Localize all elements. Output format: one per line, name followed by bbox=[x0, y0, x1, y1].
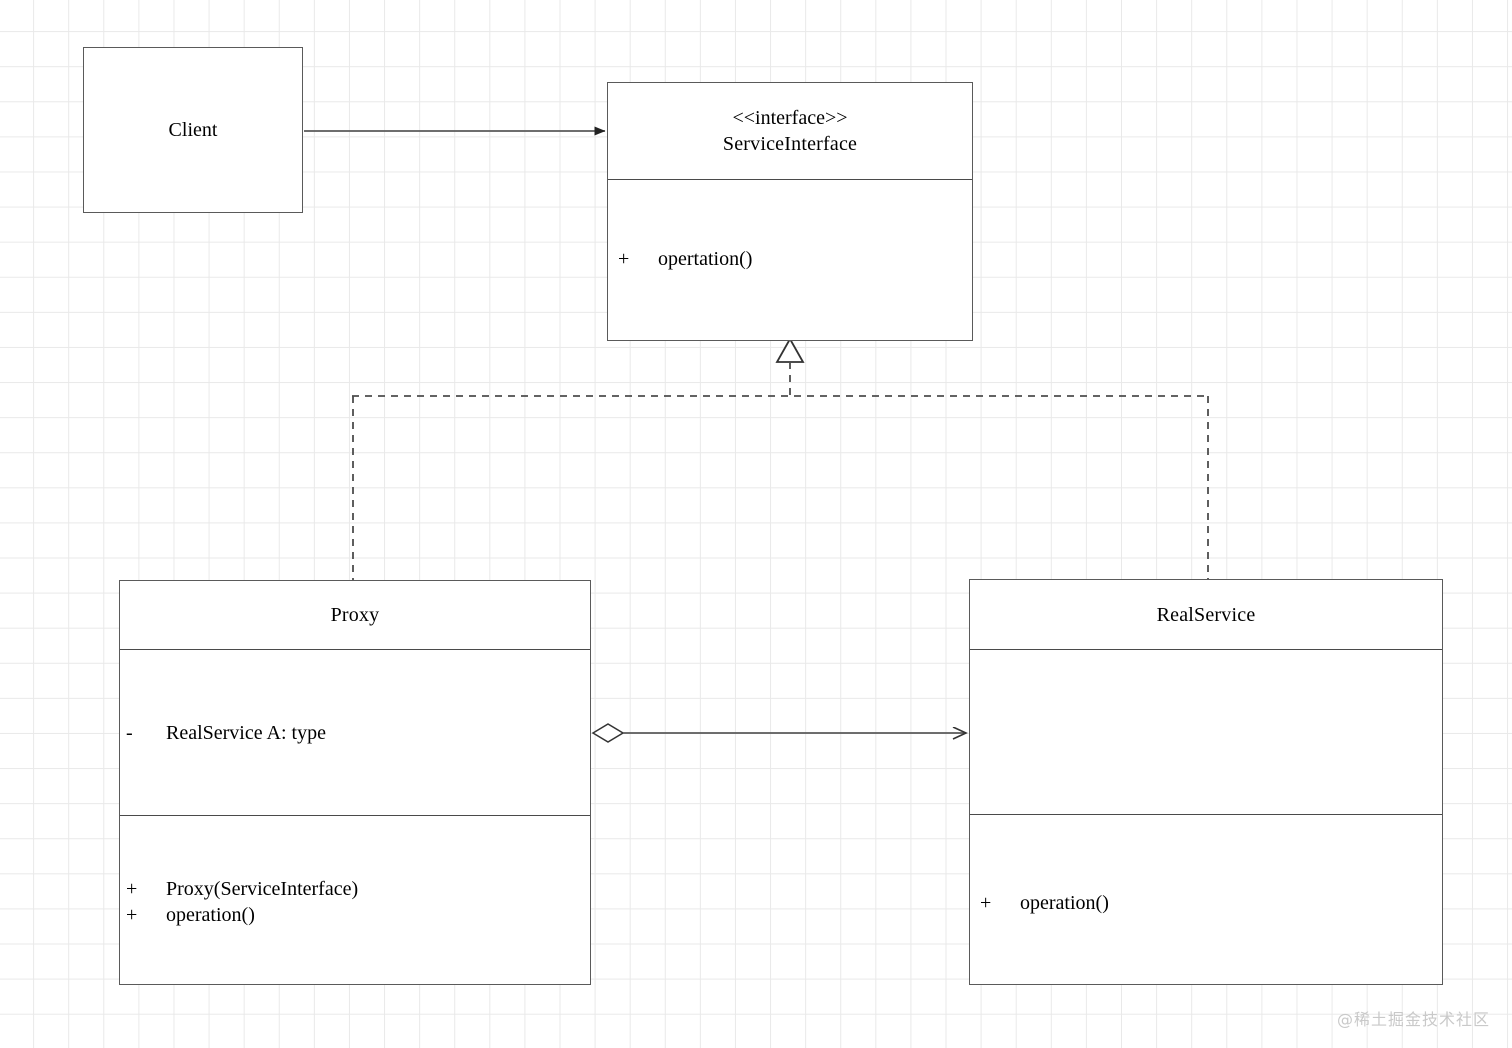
member-visibility: + bbox=[126, 904, 138, 926]
member-row: + operation() bbox=[126, 902, 590, 928]
watermark-label: @稀土掘金技术社区 bbox=[1336, 1010, 1490, 1029]
serviceinterface-title-compartment: <<interface>> ServiceInterface bbox=[608, 83, 972, 179]
connector-realization-triangle bbox=[775, 337, 805, 397]
realservice-attributes-compartment bbox=[970, 649, 1442, 814]
serviceinterface-methods-compartment: + opertation() bbox=[608, 179, 972, 340]
member-signature: operation() bbox=[1020, 892, 1109, 914]
proxy-class-name: Proxy bbox=[330, 604, 380, 626]
member-row: + opertation() bbox=[618, 246, 972, 272]
member-signature: operation() bbox=[166, 904, 255, 926]
serviceinterface-method-list: + opertation() bbox=[608, 246, 972, 272]
member-row: + operation() bbox=[980, 890, 1442, 916]
member-visibility: + bbox=[980, 892, 992, 914]
realservice-methods-compartment: + operation() bbox=[970, 814, 1442, 984]
class-box-service-interface[interactable]: <<interface>> ServiceInterface + opertat… bbox=[607, 82, 973, 341]
member-row: - RealService A: type bbox=[126, 720, 590, 746]
proxy-methods-compartment: + Proxy(ServiceInterface) + operation() bbox=[120, 815, 590, 984]
member-signature: Proxy(ServiceInterface) bbox=[166, 878, 359, 900]
class-box-client[interactable]: Client bbox=[83, 47, 303, 213]
member-signature: RealService A: type bbox=[166, 722, 326, 744]
proxy-attributes-compartment: - RealService A: type bbox=[120, 649, 590, 815]
class-box-real-service[interactable]: RealService + operation() bbox=[969, 579, 1443, 985]
client-title-compartment: Client bbox=[84, 48, 302, 212]
member-row: + Proxy(ServiceInterface) bbox=[126, 876, 590, 902]
class-box-proxy[interactable]: Proxy - RealService A: type + Proxy(Serv… bbox=[119, 580, 591, 985]
serviceinterface-stereotype: <<interface>> bbox=[732, 107, 848, 129]
proxy-method-list: + Proxy(ServiceInterface) + operation() bbox=[120, 876, 590, 928]
serviceinterface-class-name: ServiceInterface bbox=[722, 133, 858, 155]
member-visibility: + bbox=[126, 878, 138, 900]
member-visibility: + bbox=[618, 248, 630, 270]
realservice-class-name: RealService bbox=[1156, 603, 1256, 626]
realservice-method-list: + operation() bbox=[970, 890, 1442, 916]
member-visibility: - bbox=[126, 722, 133, 744]
member-signature: opertation() bbox=[658, 248, 753, 270]
proxy-attribute-list: - RealService A: type bbox=[120, 720, 590, 746]
connector-proxy-aggregates-realservice bbox=[591, 723, 966, 743]
client-class-name: Client bbox=[168, 118, 218, 141]
proxy-title-compartment: Proxy bbox=[120, 581, 590, 649]
connector-realization-bus bbox=[352, 395, 1209, 580]
realservice-title-compartment: RealService bbox=[970, 580, 1442, 649]
